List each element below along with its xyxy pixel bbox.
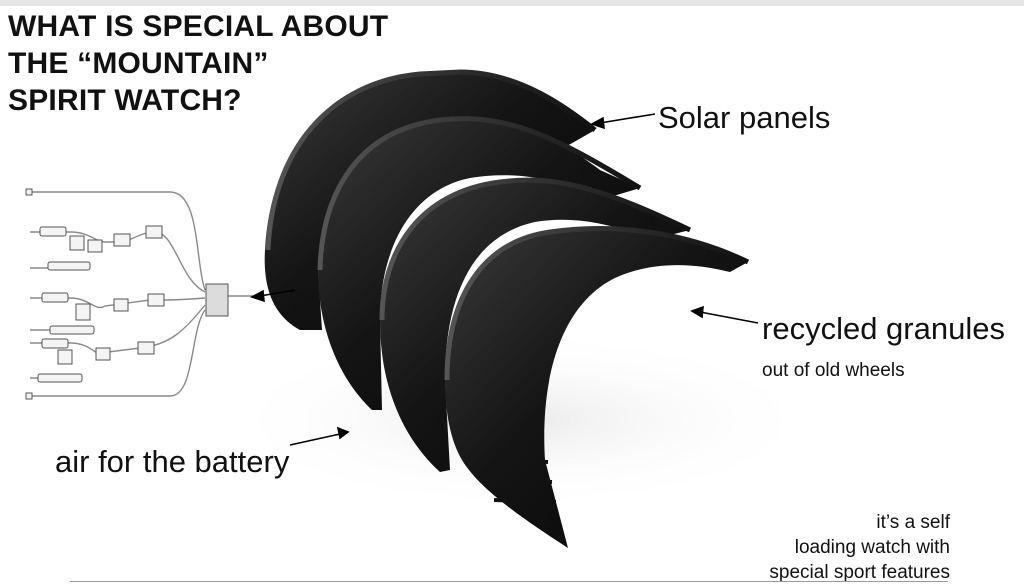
recycled-granules-label: recycled granules — [762, 311, 1005, 346]
annotation-arrows — [250, 113, 759, 446]
slide-title: WHAT IS SPECIAL ABOUT THE “MOUNTAIN” SPI… — [8, 8, 448, 119]
watch-shell — [264, 69, 750, 549]
bottom-divider — [70, 581, 948, 582]
footer-note: it’s a self loading watch with special s… — [769, 510, 950, 585]
title-line-1: WHAT IS SPECIAL ABOUT — [8, 10, 389, 43]
footer-line-1: it’s a self — [876, 512, 950, 533]
graph-nodes — [25, 188, 229, 400]
top-strip — [0, 0, 1024, 6]
footer-line-2: loading watch with — [794, 537, 950, 558]
footer-line-3: special sport features — [769, 562, 950, 583]
title-line-2: THE “MOUNTAIN” — [8, 47, 269, 80]
title-line-3: SPIRIT WATCH? — [8, 84, 242, 117]
solar-panels-label: Solar panels — [658, 100, 831, 135]
recycled-granules-sublabel: out of old wheels — [762, 360, 905, 381]
air-battery-label: air for the battery — [55, 444, 290, 479]
